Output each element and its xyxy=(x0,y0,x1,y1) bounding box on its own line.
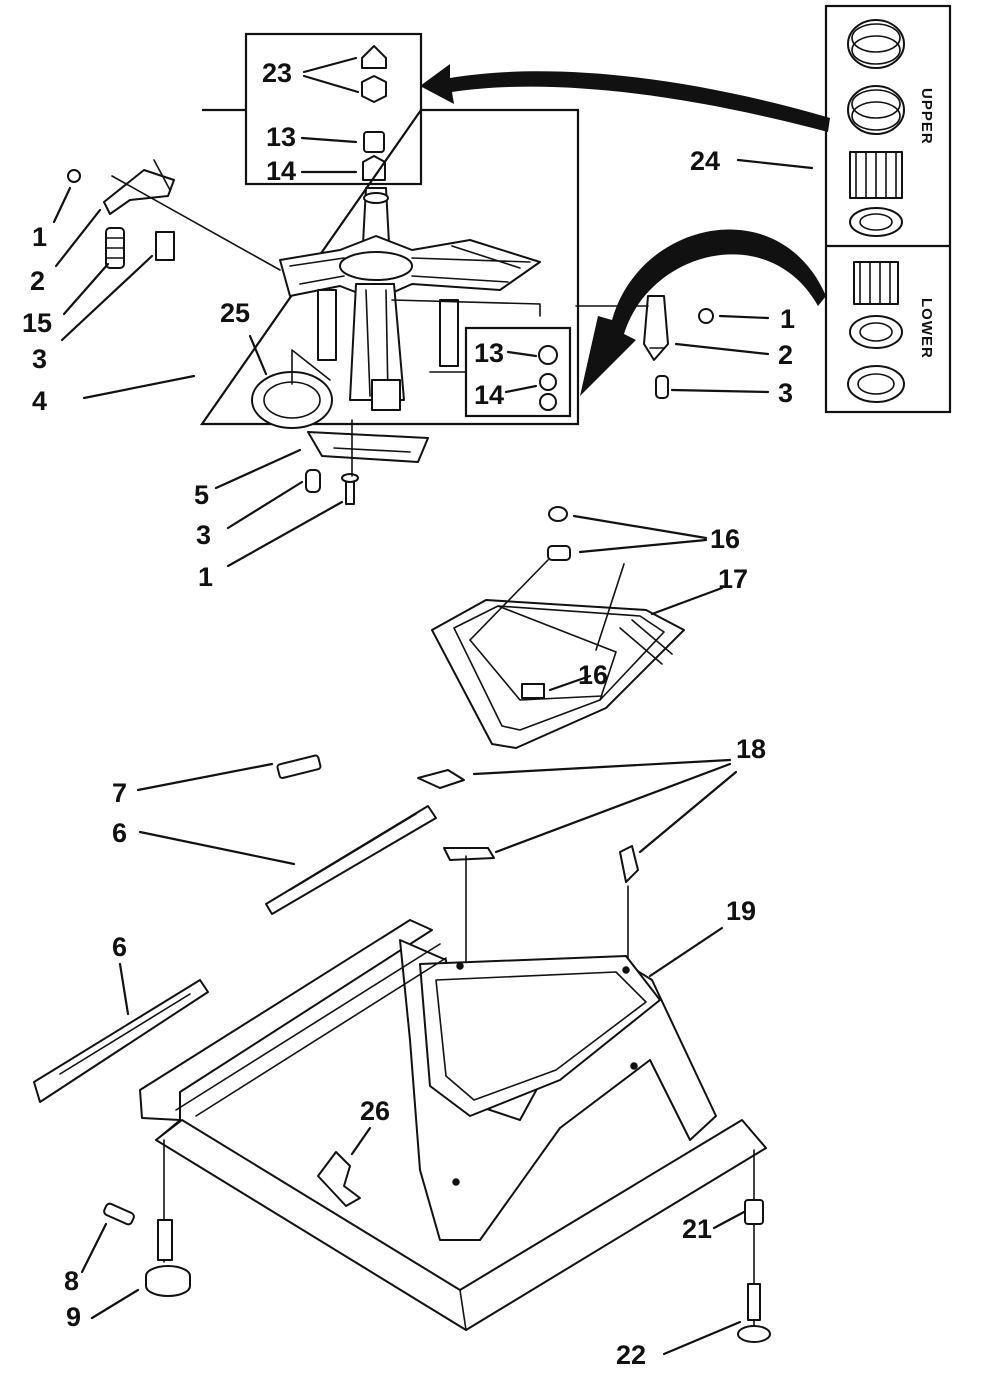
bearing-14-upper xyxy=(362,155,386,181)
lower-bearing-set xyxy=(847,261,905,403)
bearing-14-lower xyxy=(539,373,557,411)
upper-bearing-set xyxy=(847,19,905,237)
callout-14-upper: 14 xyxy=(266,156,296,186)
brace-6-lower xyxy=(33,979,209,1103)
callout-18: 18 xyxy=(736,734,766,764)
leader-lines xyxy=(52,56,814,1356)
callout-2-right: 2 xyxy=(778,340,793,370)
callout-23: 23 xyxy=(262,58,292,88)
callout-25: 25 xyxy=(220,298,250,328)
callout-26: 26 xyxy=(360,1096,390,1126)
callout-22: 22 xyxy=(616,1340,646,1370)
callout-24: 24 xyxy=(690,146,720,176)
callout-15: 15 xyxy=(22,308,52,338)
callout-16-top: 16 xyxy=(710,524,740,554)
callout-19: 19 xyxy=(726,896,756,926)
right-clip-parts xyxy=(575,295,714,399)
callout-1-left: 1 xyxy=(32,222,47,252)
clips-18 xyxy=(417,769,639,1101)
arrow-to-upper-inset xyxy=(420,64,830,132)
spacer-7 xyxy=(276,754,322,779)
upper-kit-label: UPPER xyxy=(918,88,935,145)
bracket-5 xyxy=(305,419,429,505)
base-frame-19 xyxy=(139,919,767,1331)
callout-1-right: 1 xyxy=(780,304,795,334)
callout-8: 8 xyxy=(64,1266,79,1296)
lower-kit-label: LOWER xyxy=(918,298,935,359)
transmission-spider xyxy=(279,187,541,411)
washer-13-upper xyxy=(363,131,385,153)
callout-14-lower: 14 xyxy=(474,380,504,410)
callout-6-lower: 6 xyxy=(112,932,127,962)
callout-3-left: 3 xyxy=(32,344,47,374)
bearing-kit-panel xyxy=(824,4,952,414)
bearing-23-upper xyxy=(361,45,387,103)
callout-3-bracket: 3 xyxy=(196,520,211,550)
washer-13-lower xyxy=(538,345,558,365)
callout-9: 9 xyxy=(66,1302,81,1332)
hub-plate-17 xyxy=(431,506,685,749)
callout-5: 5 xyxy=(194,480,209,510)
callout-3-right: 3 xyxy=(778,378,793,408)
callout-6-upper: 6 xyxy=(112,818,127,848)
callout-17: 17 xyxy=(718,564,748,594)
callout-16-plate: 16 xyxy=(578,660,608,690)
transmission-assembly-box xyxy=(199,108,580,426)
front-leg-9 xyxy=(103,1139,191,1297)
callout-1-bracket: 1 xyxy=(198,562,213,592)
callout-13-lower: 13 xyxy=(474,338,504,368)
callout-2-left: 2 xyxy=(30,266,45,296)
seal-ring-25 xyxy=(251,349,333,429)
clip-26 xyxy=(317,1151,361,1207)
arrow-to-lower-inset xyxy=(580,229,826,396)
rear-leg-22 xyxy=(737,1149,771,1343)
left-clip-parts xyxy=(67,159,281,271)
callout-7: 7 xyxy=(112,778,127,808)
callout-21: 21 xyxy=(682,1214,712,1244)
callout-13-upper: 13 xyxy=(266,122,296,152)
callout-4: 4 xyxy=(32,386,47,416)
brace-6-upper xyxy=(265,805,437,915)
